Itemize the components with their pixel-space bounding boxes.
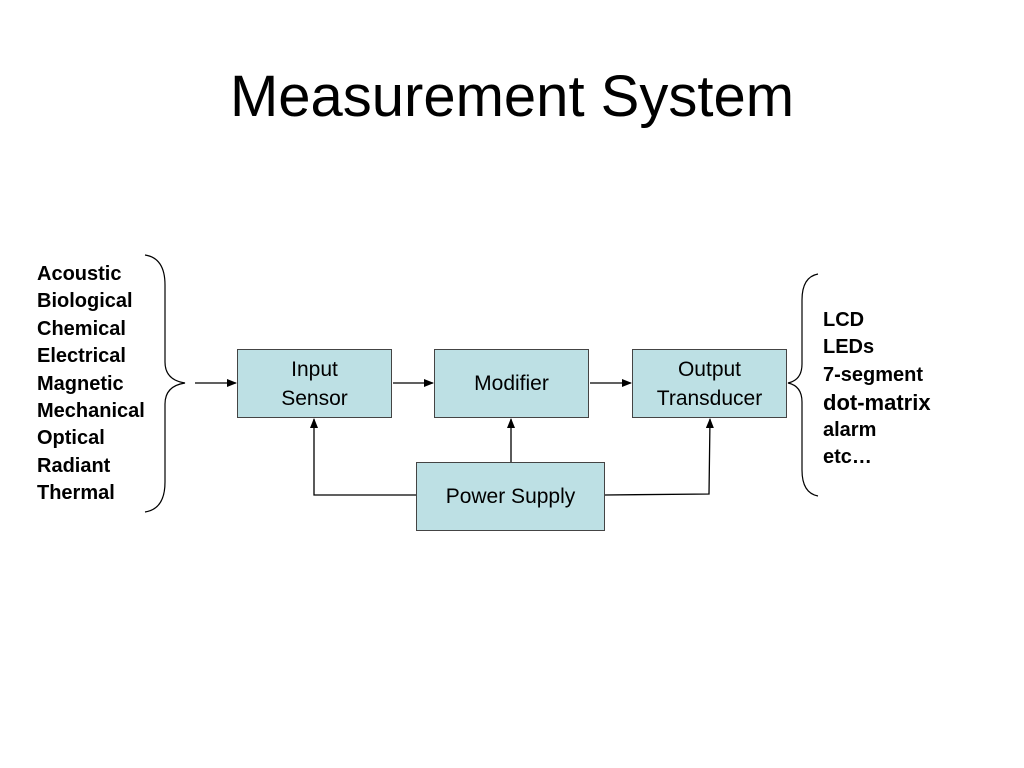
page-title: Measurement System [229,64,795,129]
input-type-item: Magnetic [37,372,124,395]
output-type-item: LCD [823,309,865,331]
output-type-item: LEDs [823,336,875,359]
power-supply-block: Power Supply [416,462,605,531]
output-types-list: LCD LEDs 7-segment dot-matrix alarm etc… [823,307,931,471]
input-type-item: Radiant [37,454,111,477]
output-type-item: alarm [823,418,877,441]
power-supply-label: Power Supply [445,485,576,508]
input-type-item: Chemical [37,317,126,340]
output-type-item: etc… [823,446,872,469]
power-to-sensor-line [310,418,416,496]
left-brace [144,254,186,513]
input-type-item: Acoustic [37,263,122,285]
output-transducer-block: Output Transducer [632,349,787,418]
output-type-item: 7-segment [823,363,924,386]
output-transducer-label: Output Transducer [656,357,763,410]
input-type-item: Optical [37,427,105,450]
output-type-item: dot-matrix [823,390,931,416]
modifier-label: Modifier [474,372,549,395]
input-type-item: Electrical [37,345,126,368]
power-to-transducer-line [604,418,714,496]
input-type-item: Mechanical [37,400,145,423]
right-brace [787,273,819,497]
input-sensor-label: Input Sensor [281,357,348,410]
modifier-block: Modifier [434,349,589,418]
input-sensor-block: Input Sensor [237,349,392,418]
input-types-list: Acoustic Biological Chemical Electrical … [37,261,145,508]
input-type-item: Thermal [37,482,115,505]
input-type-item: Biological [37,290,133,313]
